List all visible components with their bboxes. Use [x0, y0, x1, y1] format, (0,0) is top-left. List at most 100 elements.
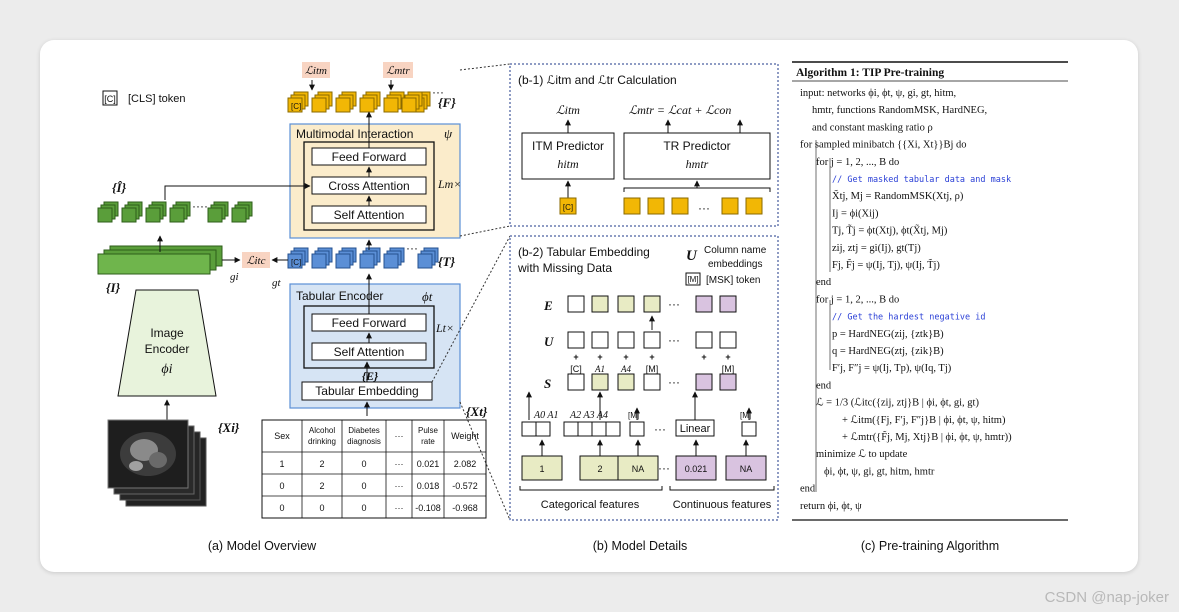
image-token: [121, 207, 137, 223]
b2-S-cell: [695, 373, 713, 391]
b2-onehot-cell: [563, 421, 579, 437]
image-token-row: ····: [97, 199, 253, 223]
b1-cls-token: [559, 197, 577, 215]
b2-s-label: [M]: [646, 364, 659, 374]
b2-plus: +: [649, 352, 654, 362]
b2-S-cell: [643, 373, 661, 391]
algorithm-line: Ij = ϕi(Xij): [832, 208, 879, 219]
b1-token: [745, 197, 763, 215]
multimodal-token: [401, 97, 417, 113]
symbol-I-hat: {Î}: [112, 180, 127, 195]
table-header: rate: [421, 437, 435, 446]
tabular-title: Tabular Encoder: [296, 289, 383, 303]
loss-mtr-label: ℒmtr: [386, 65, 410, 77]
tr-predictor: [623, 132, 771, 180]
b2-row-S: S: [544, 376, 551, 391]
symbol-Xi: {Xi}: [218, 420, 240, 435]
b2-a-label-4: [M]: [740, 411, 751, 420]
mri-image-stack: [107, 419, 207, 507]
b2-U-cell: [617, 331, 635, 349]
b2-dots-U: ···: [668, 333, 680, 347]
b2-E-cell: [617, 295, 635, 313]
b2-linear-label: Linear: [680, 423, 711, 435]
b1-token: [647, 197, 665, 215]
b1-title: (b-1) ℒitm and ℒtr Calculation: [518, 73, 677, 87]
algorithm-line: zij, ztj = gi(Ij), gt(Tj): [832, 243, 921, 254]
algorithm-line: q = HardNEG(ztj, {zik}B): [832, 346, 944, 357]
multimodal-token-row: ···[C]: [287, 85, 444, 113]
caption-a: (a) Model Overview: [208, 539, 317, 553]
table-cell: 0: [361, 503, 366, 513]
algorithm-line: X̃tj, Mj = RandomMSK(Xtj, ρ): [832, 189, 964, 202]
loss-itc-badge: [242, 252, 270, 268]
multimodal-cls-label: [C]: [291, 102, 301, 111]
symbol-F: {F}: [438, 95, 456, 110]
b2-u-desc1: Column name: [704, 245, 767, 256]
algorithm-line: // Get masked tabular data and mask: [832, 175, 1011, 185]
algorithm-line: minimize ℒ to update: [816, 448, 908, 460]
b2-U-cell: [567, 331, 585, 349]
b2-msk-legend-box: [685, 272, 701, 286]
image-token: [207, 207, 223, 223]
algorithm-line: return ϕi, ϕt, ψ: [800, 501, 862, 512]
b2-onehot-cell: [741, 421, 757, 437]
table-cell: 2.082: [454, 459, 477, 469]
b2-value-cell: [675, 455, 717, 481]
table-frame: [261, 419, 487, 519]
symbol-gt: gt: [272, 277, 282, 289]
symbol-T: {T}: [438, 254, 455, 269]
b2-E-cell: [695, 295, 713, 313]
arrow-ihat-cross-attention: [164, 183, 311, 200]
b2-s-label: [M]: [722, 364, 735, 374]
table-cell: ···: [395, 459, 404, 469]
table-cell: -0.572: [452, 481, 478, 491]
b2-value-label: 2: [597, 464, 602, 474]
b2-value-label: 0.021: [685, 464, 708, 474]
b2-E-cell: [567, 295, 585, 313]
multimodal-token: [383, 97, 399, 113]
b2-title-line1: (b-2) Tabular Embedding: [518, 245, 650, 259]
cls-legend-text: [CLS] token: [128, 93, 185, 105]
algorithm-line: ϕi, ϕt, ψ, gi, gt, hitm, hmtr: [824, 466, 935, 477]
algorithm-line: for sampled minibatch {{Xi, Xt}}Bj do: [800, 140, 967, 151]
image-token: [231, 207, 247, 223]
algorithm-line: hmtr, functions RandomMSK, HardNEG,: [812, 105, 987, 116]
b1-token: [671, 197, 689, 215]
b2-onehot-cell: [535, 421, 551, 437]
tab-feed-forward-label: Feed Forward: [332, 316, 407, 330]
connector-bottom-1: [431, 235, 511, 383]
b2-dots-S: ···: [668, 375, 680, 389]
b2-S-cell: [591, 373, 609, 391]
algorithm-line: for j = 1, 2, ..., B do: [816, 157, 899, 168]
multimodal-title: Multimodal Interaction: [296, 127, 413, 141]
mm-feed-forward-label: Feed Forward: [332, 150, 407, 164]
symbol-E: {E}: [362, 369, 379, 383]
table-cell: 1: [279, 459, 284, 469]
symbol-Xt: {Xt}: [466, 404, 488, 419]
algorithm-line: and constant masking ratio ρ: [812, 122, 933, 133]
image-encoder: [117, 289, 217, 397]
symbol-I: {I}: [106, 280, 121, 295]
b2-S-cell: [719, 373, 737, 391]
b2-onehot-cell: [605, 421, 621, 437]
loss-mtr-badge: [383, 62, 413, 78]
b2-plus: +: [701, 352, 706, 362]
algorithm-line: Tj, T̃j = ϕt(Xtj), ϕt(X̃tj, Mj): [832, 224, 948, 237]
algorithm-line: + ℒitm({Fj, F′j, F″j}B | ϕi, ϕt, ψ, hitm…: [842, 414, 1006, 426]
itm-predictor: [521, 132, 615, 180]
tabular-data-table: SexAlcoholdrinkingDiabetesdiagnosis···Pu…: [261, 419, 487, 519]
tabular-cls-token: [287, 253, 303, 269]
b2-dots-values: ···: [658, 461, 670, 475]
multimodal-cls-token: [287, 97, 303, 113]
table-header: Alcohol: [309, 426, 335, 435]
algorithm-line: for j = 1, 2, ..., B do: [816, 294, 899, 305]
b2-U-cell: [643, 331, 661, 349]
b2-s-label: [C]: [570, 364, 582, 374]
alg-title: Algorithm 1: TIP Pre-training: [796, 67, 944, 79]
watermark: CSDN @nap-joker: [1044, 589, 1169, 606]
caption-b: (b) Model Details: [593, 539, 687, 553]
b2-linear: [675, 419, 715, 437]
b2-onehot-cell: [577, 421, 593, 437]
